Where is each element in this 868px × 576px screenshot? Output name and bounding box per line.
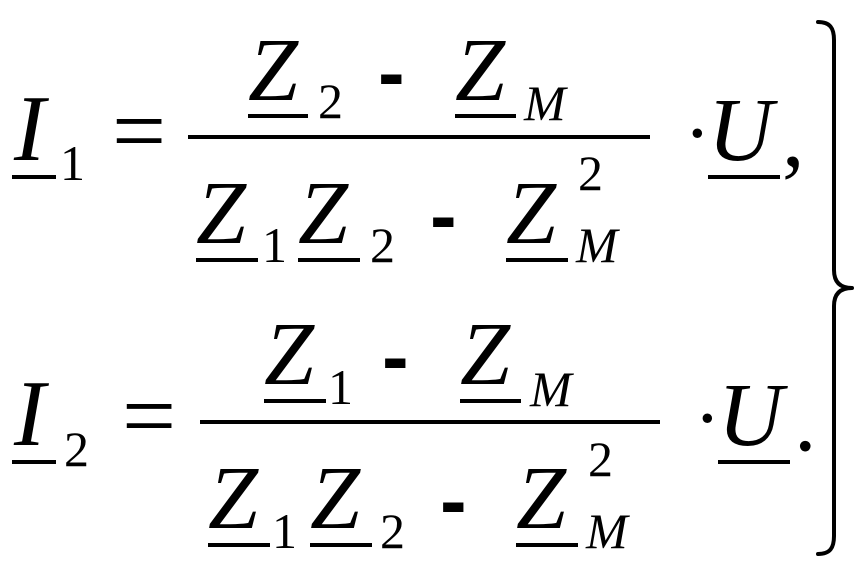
impedance-z2: Z	[248, 21, 299, 120]
superscript-2: 2	[588, 431, 613, 487]
subscript-m: M	[575, 217, 620, 273]
equation-1: I 1 = Z 2 - Z M Z 1 Z 2 - Z 2 M · U ,	[12, 21, 805, 273]
subscript-1: 1	[272, 503, 297, 559]
subscript-m: M	[585, 503, 630, 559]
subscript-m: M	[523, 75, 568, 131]
multiply-dot: ·	[694, 375, 721, 463]
subscript-2: 2	[64, 421, 89, 477]
mutual-impedance-zm: Z	[506, 164, 557, 263]
impedance-z1: Z	[196, 164, 247, 263]
minus-sign: -	[440, 456, 467, 545]
comma: ,	[782, 87, 805, 186]
subscript-2: 2	[318, 73, 343, 129]
subscript-1: 1	[328, 359, 353, 415]
minus-sign: -	[378, 28, 405, 117]
subscript-m: M	[529, 361, 574, 417]
equals-sign: =	[112, 77, 166, 184]
subscript-2: 2	[370, 217, 395, 273]
current-i2-symbol: I	[13, 362, 49, 466]
impedance-z2: Z	[310, 449, 361, 548]
mutual-impedance-zm: Z	[455, 21, 506, 120]
equation-2: I 2 = Z 1 - Z M Z 1 Z 2 - Z 2 M · U .	[12, 305, 817, 559]
multiply-dot: ·	[684, 90, 711, 178]
subscript-2: 2	[380, 503, 405, 559]
minus-sign: -	[430, 171, 457, 260]
subscript-1: 1	[60, 135, 85, 191]
voltage-u-symbol: U	[708, 81, 778, 180]
right-curly-brace	[816, 20, 854, 556]
equals-sign: =	[122, 362, 176, 469]
minus-sign: -	[382, 312, 409, 401]
impedance-z1: Z	[208, 449, 259, 548]
impedance-z1: Z	[264, 305, 315, 404]
mutual-impedance-zm: Z	[460, 305, 511, 404]
current-i1-symbol: I	[13, 77, 49, 181]
period: .	[794, 371, 817, 470]
superscript-2: 2	[578, 145, 603, 201]
mutual-impedance-zm: Z	[516, 449, 567, 548]
impedance-z2: Z	[298, 164, 349, 263]
subscript-1: 1	[262, 217, 287, 273]
voltage-u-symbol: U	[718, 366, 788, 465]
